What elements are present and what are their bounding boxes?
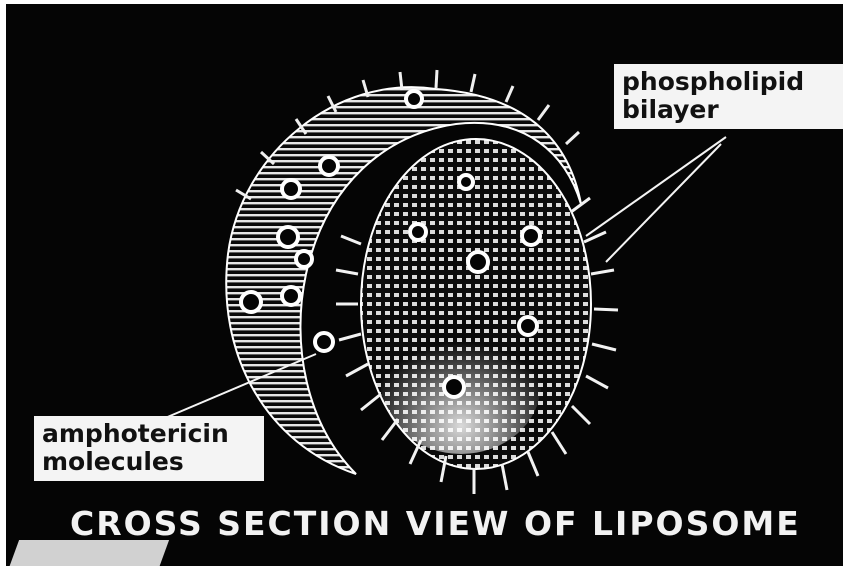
liposome-slide: phospholipid bilayer amphotericin molecu…	[6, 4, 843, 566]
figure-caption: CROSS SECTION VIEW OF LIPOSOME	[70, 504, 830, 543]
amphotericin-molecules-label: amphotericin molecules	[34, 416, 264, 481]
scan-smudge	[9, 540, 169, 566]
label-line-2: molecules	[42, 448, 256, 476]
label-line-2: bilayer	[622, 96, 836, 124]
phospholipid-bilayer-label: phospholipid bilayer	[614, 64, 843, 129]
inner-core	[361, 139, 591, 469]
label-line-1: phospholipid	[622, 68, 836, 96]
label-line-1: amphotericin	[42, 420, 256, 448]
